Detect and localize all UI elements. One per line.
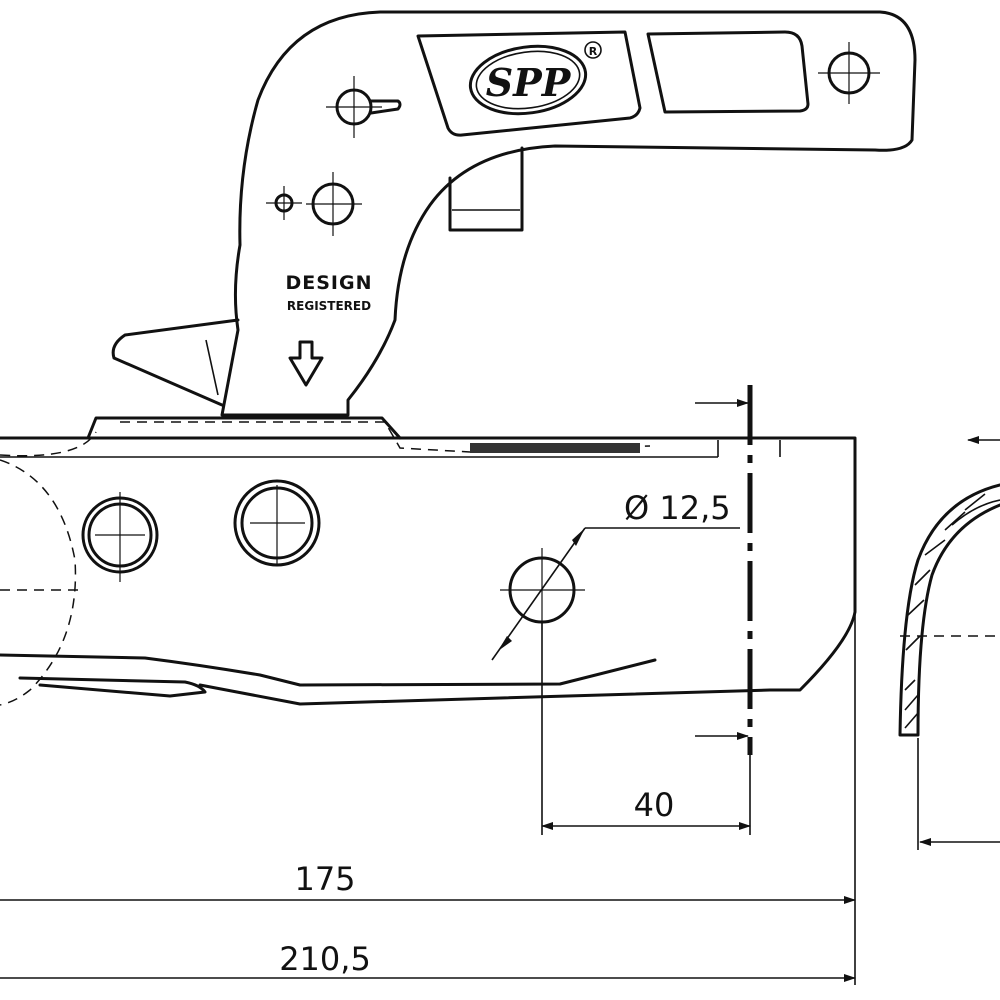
section-cut-line bbox=[695, 385, 753, 755]
grip-recess bbox=[646, 30, 810, 114]
dimension-length-inner: 175 bbox=[0, 612, 856, 985]
dimension-length-overall: 210,5 bbox=[0, 940, 856, 982]
design-registered-stamp: DESIGN REGISTERED bbox=[285, 272, 372, 387]
stamp-line1: DESIGN bbox=[285, 272, 372, 294]
spp-logo: SPP R bbox=[468, 41, 602, 116]
dim-length-overall: 210,5 bbox=[279, 940, 371, 978]
handle-holes bbox=[266, 42, 880, 236]
coupling-handle bbox=[111, 10, 917, 417]
dim-hole-diameter: Ø 12,5 bbox=[624, 489, 731, 527]
dimension-hole-offset: 40 bbox=[541, 622, 751, 835]
logo-text: SPP bbox=[486, 60, 572, 105]
logo-panel bbox=[416, 30, 642, 137]
down-arrow-icon bbox=[288, 340, 324, 387]
dim-hole-offset: 40 bbox=[634, 786, 675, 824]
section-view bbox=[898, 436, 1000, 850]
dim-length-inner: 175 bbox=[294, 860, 355, 898]
stamp-line2: REGISTERED bbox=[287, 299, 371, 313]
dimension-hole-diameter: Ø 12,5 bbox=[491, 489, 740, 661]
coupling-body bbox=[0, 416, 857, 706]
registered-mark: R bbox=[589, 45, 598, 58]
body-holes bbox=[81, 479, 585, 630]
